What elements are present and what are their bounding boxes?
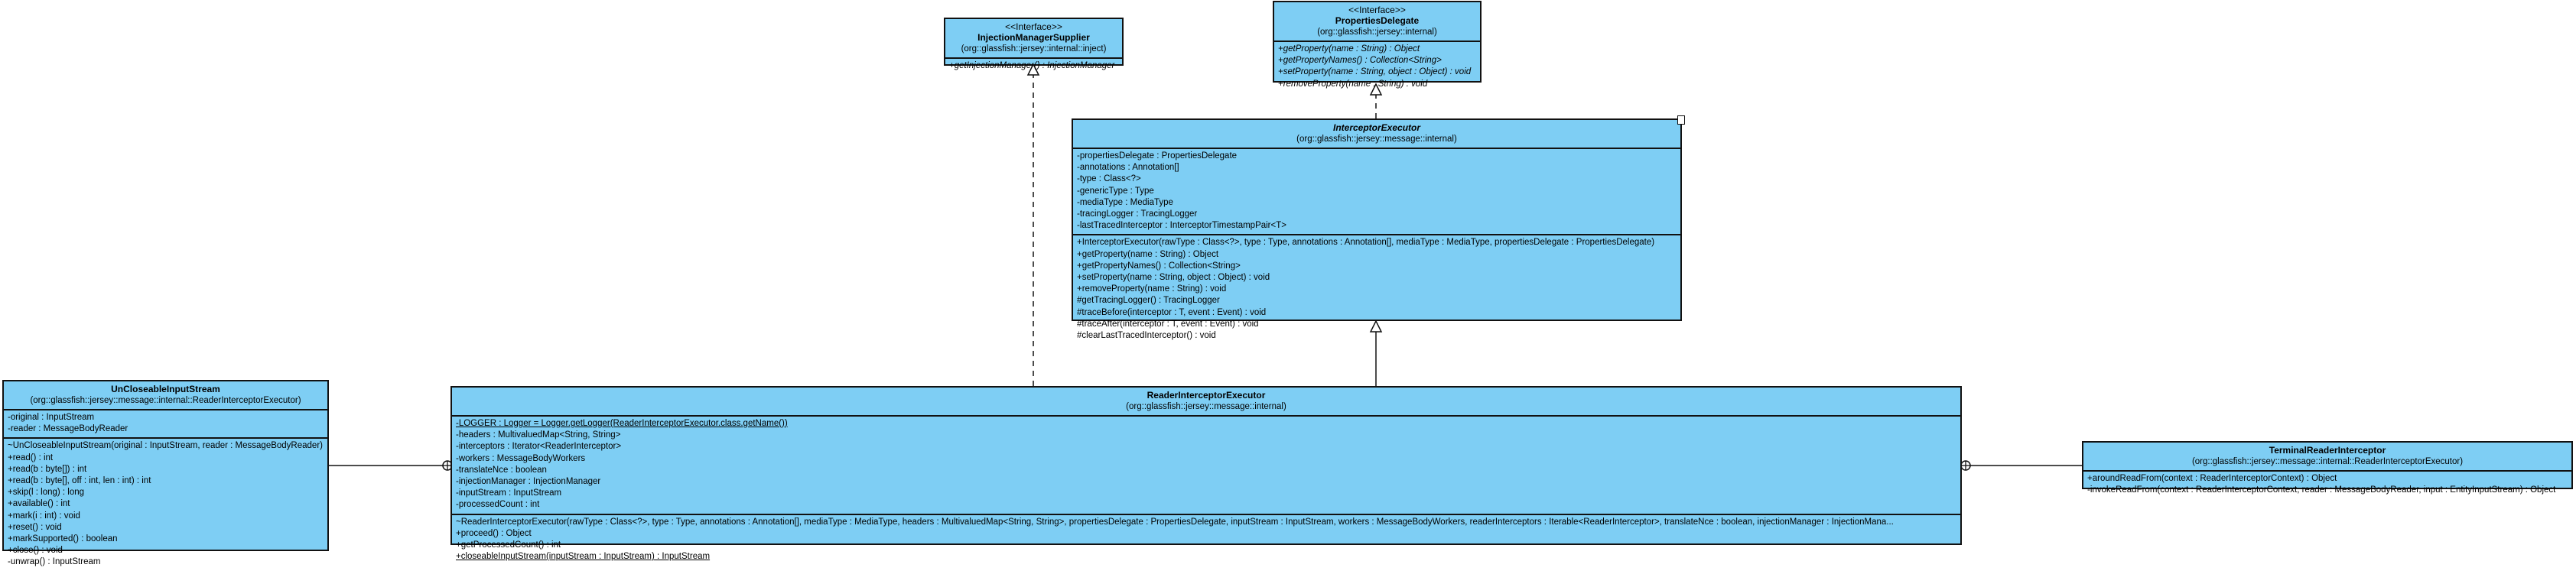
attribute-row: -interceptors : Iterator<ReaderIntercept…	[456, 442, 622, 452]
stereotype-label: <<Interface>>	[1348, 5, 1406, 15]
class-header: <<Interface>> PropertiesDelegate (org::g…	[1274, 2, 1480, 42]
attribute-row: -processedCount : int	[456, 500, 540, 510]
method-row: -unwrap() : InputStream	[8, 557, 101, 567]
method-row: +setProperty(name : String, object : Obj…	[1077, 273, 1270, 283]
attribute-row: -annotations : Annotation[]	[1077, 163, 1179, 173]
method-row: +mark(i : int) : void	[8, 511, 80, 521]
method-row: +aroundReadFrom(context : ReaderIntercep…	[2087, 474, 2337, 483]
method-row: ~UnCloseableInputStream(original : Input…	[8, 441, 323, 451]
class-name: InterceptorExecutor	[1332, 122, 1421, 133]
attribute-row: -inputStream : InputStream	[456, 488, 562, 498]
realization-arrowhead-properties-delegate	[1369, 83, 1383, 96]
method-row: +available() : int	[8, 499, 70, 509]
realization-arrowhead-injection-supplier	[1026, 63, 1040, 76]
method-row: #clearLastTracedInterceptor() : void	[1077, 331, 1216, 341]
stereotype-label: <<Interface>>	[1005, 21, 1062, 32]
attribute-row: -reader : MessageBodyReader	[8, 424, 128, 434]
method-section: +getInjectionManager() : InjectionManage…	[945, 59, 1122, 74]
class-name: TerminalReaderInterceptor	[2269, 445, 2386, 456]
method-section: ~ReaderInterceptorExecutor(rawType : Cla…	[452, 513, 1960, 566]
method-section: +getProperty(name : String) : Object +ge…	[1274, 42, 1480, 92]
relationship-connectors	[329, 63, 2082, 471]
attribute-section: -LOGGER : Logger = Logger.getLogger(Read…	[452, 417, 1960, 514]
package-label: (org::glassfish::jersey::message::intern…	[1126, 402, 1286, 411]
package-label: (org::glassfish::jersey::message::intern…	[2191, 457, 2464, 466]
attribute-row: -LOGGER : Logger = Logger.getLogger(Read…	[456, 419, 788, 428]
method-row: #getTracingLogger() : TracingLogger	[1077, 296, 1220, 306]
method-row: +proceed() : Object	[456, 528, 532, 538]
method-row: +read(b : byte[], off : int, len : int) …	[8, 476, 151, 486]
method-row: +getPropertyNames() : Collection<String>	[1077, 261, 1241, 271]
class-injection-manager-supplier[interactable]: <<Interface>> InjectionManagerSupplier (…	[944, 18, 1124, 70]
attribute-row: -headers : MultivaluedMap<String, String…	[456, 430, 621, 440]
class-header: TerminalReaderInterceptor (org::glassfis…	[2083, 443, 2571, 472]
package-label: (org::glassfish::jersey::message::intern…	[30, 396, 301, 405]
method-row: +InterceptorExecutor(rawType : Class<?>,…	[1077, 238, 1655, 248]
attribute-row: -type : Class<?>	[1077, 174, 1141, 184]
method-row: +read() : int	[8, 453, 54, 462]
method-row: +close() : void	[8, 546, 63, 556]
attribute-section: -propertiesDelegate : PropertiesDelegate…	[1073, 149, 1680, 234]
attribute-row: -tracingLogger : TracingLogger	[1077, 209, 1198, 219]
method-row: +getProperty(name : String) : Object	[1077, 249, 1219, 259]
method-section: +aroundReadFrom(context : ReaderIntercep…	[2083, 472, 2571, 498]
class-uncloseable-input-stream[interactable]: UnCloseableInputStream (org::glassfish::…	[2, 380, 329, 566]
attribute-row: -injectionManager : InjectionManager	[456, 477, 601, 487]
method-row: -invokeReadFrom(context : ReaderIntercep…	[2087, 485, 2556, 495]
package-label: (org::glassfish::jersey::internal::injec…	[961, 44, 1107, 54]
method-row: +getProperty(name : String) : Object	[1278, 44, 1420, 54]
package-label: (org::glassfish::jersey::internal)	[1317, 28, 1437, 37]
attribute-row: -original : InputStream	[8, 413, 95, 422]
attribute-row: -propertiesDelegate : PropertiesDelegate	[1077, 151, 1238, 161]
class-properties-delegate[interactable]: <<Interface>> PropertiesDelegate (org::g…	[1273, 1, 1482, 89]
method-section: ~UnCloseableInputStream(original : Input…	[4, 437, 327, 570]
class-reader-interceptor-executor[interactable]: ReaderInterceptorExecutor (org::glassfis…	[450, 386, 1962, 561]
generalization-arrowhead-interceptor-executor	[1369, 320, 1383, 333]
class-interceptor-executor[interactable]: InterceptorExecutor (org::glassfish::jer…	[1072, 115, 1685, 340]
method-row: +skip(l : long) : long	[8, 488, 85, 498]
method-row: +read(b : byte[]) : int	[8, 464, 87, 474]
attribute-row: -genericType : Type	[1077, 186, 1154, 196]
class-header: ReaderInterceptorExecutor (org::glassfis…	[452, 388, 1960, 417]
method-row: +removeProperty(name : String) : void	[1077, 284, 1227, 294]
class-name: ReaderInterceptorExecutor	[1147, 390, 1266, 401]
attribute-row: -workers : MessageBodyWorkers	[456, 453, 586, 463]
method-row: ~ReaderInterceptorExecutor(rawType : Cla…	[456, 517, 1894, 527]
class-header: InterceptorExecutor (org::glassfish::jer…	[1073, 120, 1680, 149]
method-row: #traceAfter(interceptor : T, event : Eve…	[1077, 319, 1259, 329]
method-row: +markSupported() : boolean	[8, 534, 118, 544]
method-row: +reset() : void	[8, 522, 62, 532]
method-row: +setProperty(name : String, object : Obj…	[1278, 67, 1472, 77]
attribute-row: -lastTracedInterceptor : InterceptorTime…	[1077, 221, 1286, 231]
class-terminal-reader-interceptor[interactable]: TerminalReaderInterceptor (org::glassfis…	[2082, 441, 2573, 495]
method-row: +getInjectionManager() : InjectionManage…	[949, 61, 1115, 70]
class-header: <<Interface>> InjectionManagerSupplier (…	[945, 19, 1122, 59]
class-name: UnCloseableInputStream	[111, 384, 220, 394]
class-name: InjectionManagerSupplier	[977, 32, 1090, 43]
method-row: +getProcessedCount() : int	[456, 540, 561, 550]
method-row: +removeProperty(name : String) : void	[1278, 79, 1428, 89]
attribute-row: -mediaType : MediaType	[1077, 197, 1173, 207]
method-section: +InterceptorExecutor(rawType : Class<?>,…	[1073, 234, 1680, 344]
class-name: PropertiesDelegate	[1335, 15, 1420, 26]
class-header: UnCloseableInputStream (org::glassfish::…	[4, 381, 327, 410]
method-row: +getPropertyNames() : Collection<String>	[1278, 56, 1442, 66]
attribute-row: -translateNce : boolean	[456, 465, 547, 475]
package-label: (org::glassfish::jersey::message::intern…	[1296, 135, 1457, 144]
template-corner-marker	[1677, 115, 1685, 125]
attribute-section: -original : InputStream -reader : Messag…	[4, 410, 327, 437]
method-row: #traceBefore(interceptor : T, event : Ev…	[1077, 307, 1267, 317]
